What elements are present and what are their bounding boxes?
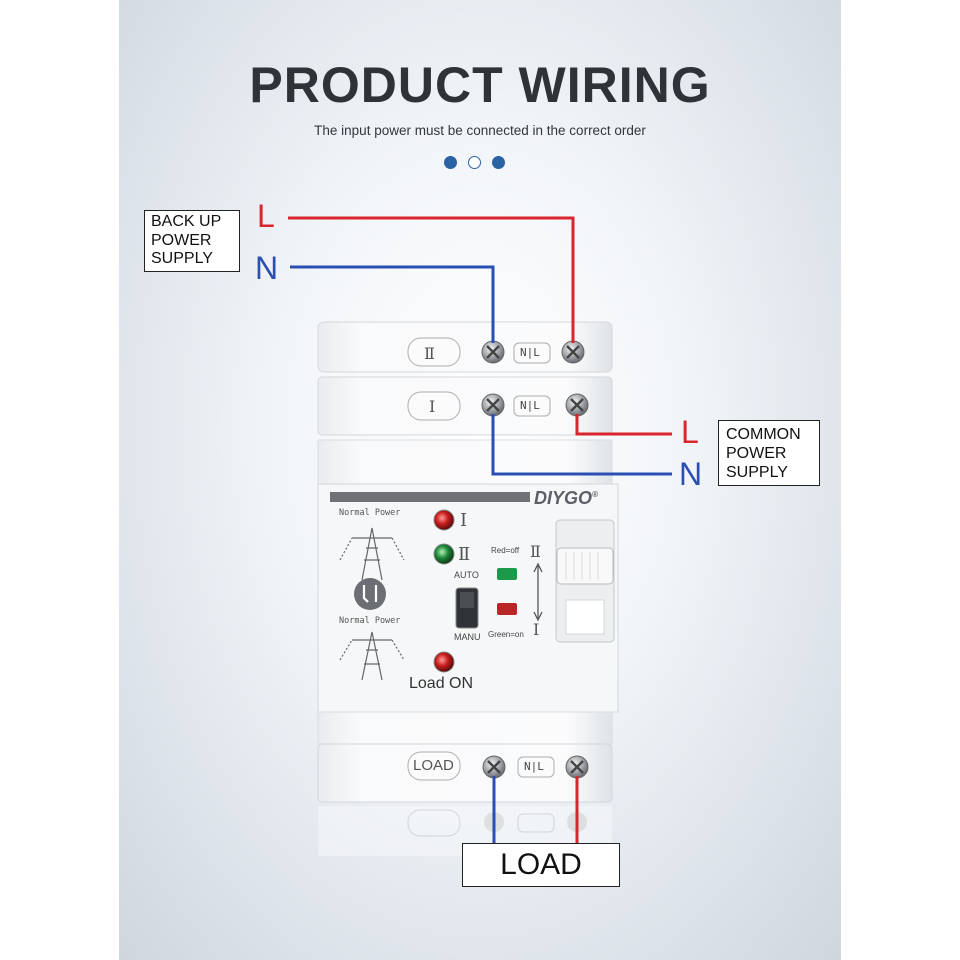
backup-live-wire bbox=[288, 216, 575, 343]
backup-neutral-wire bbox=[290, 265, 495, 343]
transfer-handle[interactable] bbox=[556, 547, 614, 585]
auto-label: AUTO bbox=[454, 570, 479, 580]
red-status-lamp bbox=[497, 603, 517, 615]
terminal-row-ii-badge bbox=[407, 337, 461, 367]
red-off-label: Red=off bbox=[491, 546, 520, 555]
terminal-nl-label-ii: N|L bbox=[520, 346, 540, 359]
screw-i-l-icon bbox=[565, 393, 589, 417]
double-arrow-icon bbox=[533, 562, 543, 622]
screw-load-l-icon bbox=[565, 755, 589, 779]
indicator-ii-label: Ⅱ bbox=[458, 544, 471, 565]
common-live-label: L bbox=[681, 414, 699, 450]
load-on-led bbox=[433, 651, 455, 673]
common-supply-line-1: COMMON bbox=[726, 426, 801, 443]
normal-power-bottom-label: Normal Power bbox=[339, 616, 401, 626]
common-supply-line-2: POWER bbox=[726, 445, 787, 462]
carousel-dot-2[interactable] bbox=[468, 156, 481, 169]
carousel-dots bbox=[444, 156, 505, 169]
backup-neutral-label: N bbox=[255, 250, 279, 286]
common-neutral-label: N bbox=[679, 456, 703, 492]
terminal-load-badge bbox=[407, 751, 461, 781]
indicator-i-led bbox=[433, 509, 455, 531]
terminal-load-label: LOAD bbox=[413, 757, 454, 774]
indicator-i-label: Ⅰ bbox=[460, 510, 468, 531]
backup-supply-line-2: POWER bbox=[151, 231, 212, 249]
backup-supply-line-1: BACK UP bbox=[151, 213, 222, 230]
carousel-dot-1[interactable] bbox=[444, 156, 457, 169]
screw-i-n-icon bbox=[481, 393, 505, 417]
common-supply-label-box: COMMON POWER SUPPLY bbox=[718, 420, 820, 486]
backup-live-label: L bbox=[257, 198, 275, 234]
terminal-nl-label-load: N|L bbox=[524, 760, 544, 773]
carousel-dot-3[interactable] bbox=[492, 156, 505, 169]
manu-label: MANU bbox=[454, 632, 481, 642]
common-neutral-wire bbox=[491, 414, 672, 476]
switch-i-label: Ⅰ bbox=[533, 620, 540, 639]
page-title: PRODUCT WIRING bbox=[249, 57, 711, 113]
screw-load-n-icon bbox=[482, 755, 506, 779]
screw-ii-n-icon bbox=[481, 340, 505, 364]
switch-ii-label: Ⅱ bbox=[530, 542, 541, 561]
page-subtitle: The input power must be connected in the… bbox=[314, 123, 646, 138]
green-on-label: Green=on bbox=[488, 630, 524, 639]
backup-supply-label-box: BACK UP POWER SUPPLY bbox=[144, 210, 240, 272]
terminal-nl-badge-ii bbox=[513, 342, 551, 364]
screw-ii-l-icon bbox=[561, 340, 585, 364]
terminal-nl-badge-i bbox=[513, 395, 551, 417]
indicator-ii-led bbox=[433, 543, 455, 565]
load-on-label: Load ON bbox=[409, 675, 474, 692]
brand-name: DIYGO bbox=[534, 488, 593, 508]
power-pylon-top-icon bbox=[339, 527, 405, 581]
registered-mark: ® bbox=[592, 490, 598, 499]
brand-logo: DIYGO® bbox=[534, 488, 598, 509]
terminal-row-i-badge bbox=[407, 391, 461, 421]
common-supply-line-3: SUPPLY bbox=[726, 464, 788, 481]
load-label: LOAD bbox=[500, 848, 582, 881]
green-status-lamp bbox=[497, 568, 517, 580]
common-live-wire bbox=[575, 414, 672, 436]
transfer-symbol-icon bbox=[354, 578, 386, 610]
backup-supply-line-3: SUPPLY bbox=[151, 250, 213, 267]
terminal-nl-badge-load bbox=[517, 756, 555, 778]
front-label-strip bbox=[330, 492, 530, 502]
terminal-row-ii-label: Ⅱ bbox=[424, 344, 435, 363]
load-label-box: LOAD bbox=[462, 843, 620, 887]
normal-power-top-label: Normal Power bbox=[339, 508, 401, 518]
power-pylon-bottom-icon bbox=[339, 631, 405, 681]
terminal-nl-label-i: N|L bbox=[520, 399, 540, 412]
terminal-row-i-label: Ⅰ bbox=[429, 397, 436, 416]
